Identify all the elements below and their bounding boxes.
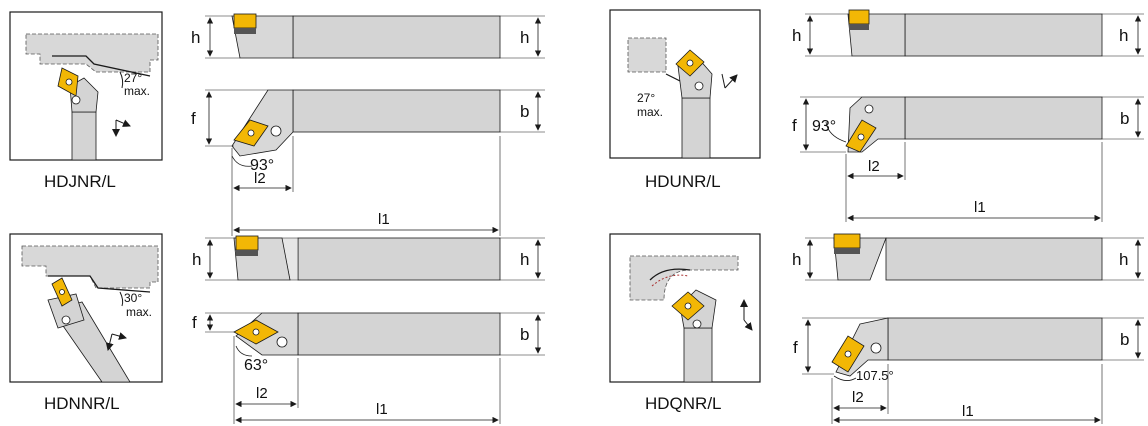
model-label-hdjnr: HDJNR/L bbox=[44, 172, 116, 191]
hdunr-top-view: h h bbox=[792, 9, 1144, 57]
hdnnr-l2: l2 bbox=[256, 385, 268, 402]
hdunr-side-view: f 93° b l2 l1 bbox=[792, 96, 1144, 222]
model-label-hdnnr: HDNNR/L bbox=[44, 394, 120, 413]
panel-hdjnr: 27° max. h h f bbox=[9, 11, 545, 236]
hdunr-angle: 93° bbox=[812, 118, 836, 135]
hdjnr-f: f bbox=[191, 109, 196, 128]
hdqnr-top-view: h h bbox=[792, 233, 1144, 281]
hdjnr-h-left: h bbox=[191, 28, 200, 47]
model-label-hdunr: HDUNR/L bbox=[645, 172, 721, 191]
panel-hdnnr: 30° max. h h f bbox=[9, 233, 545, 424]
hdqnr-thumbnail bbox=[609, 233, 761, 383]
hdunr-l1: l1 bbox=[974, 199, 986, 216]
hdnnr-l1: l1 bbox=[376, 401, 388, 418]
hdqnr-angle: 107.5° bbox=[856, 368, 894, 383]
hdqnr-l2: l2 bbox=[852, 389, 864, 406]
hdunr-max-angle: 27° bbox=[637, 91, 655, 105]
hdqnr-h-left: h bbox=[792, 250, 801, 269]
hdunr-thumbnail: 27° max. bbox=[609, 9, 761, 159]
hdjnr-top-view: h h bbox=[191, 13, 545, 59]
hdnnr-side-view: f 63° b l2 l1 bbox=[192, 312, 545, 424]
hdnnr-h-right: h bbox=[520, 250, 529, 269]
panel-hdqnr: h h f 107.5° b l2 bbox=[609, 233, 1144, 424]
hdjnr-thumbnail: 27° max. bbox=[9, 11, 163, 161]
hdunr-max-word: max. bbox=[637, 105, 663, 119]
hdnnr-f: f bbox=[192, 313, 197, 332]
hdjnr-b: b bbox=[520, 102, 529, 121]
hdnnr-max-angle: 30° bbox=[124, 291, 142, 305]
panel-hdunr: 27° max. h h f 93 bbox=[609, 9, 1144, 222]
hdunr-f: f bbox=[792, 116, 797, 135]
hdunr-h-left: h bbox=[792, 26, 801, 45]
hdnnr-top-view: h h bbox=[192, 235, 545, 281]
hdjnr-l1: l1 bbox=[378, 211, 390, 228]
hdqnr-b: b bbox=[1120, 330, 1129, 349]
model-label-hdqnr: HDQNR/L bbox=[645, 394, 722, 413]
hdnnr-h-left: h bbox=[192, 250, 201, 269]
hdqnr-side-view: f 107.5° b l2 l1 bbox=[793, 317, 1144, 424]
hdqnr-h-right: h bbox=[1119, 250, 1128, 269]
hdjnr-max-angle: 27° bbox=[124, 71, 142, 85]
hdjnr-side-view: f b 93° l2 l1 bbox=[191, 89, 545, 236]
hdqnr-l1: l1 bbox=[962, 403, 974, 420]
hdunr-b: b bbox=[1120, 109, 1129, 128]
hdjnr-h-right: h bbox=[520, 28, 529, 47]
hdunr-h-right: h bbox=[1119, 26, 1128, 45]
hdnnr-thumbnail: 30° max. bbox=[9, 233, 163, 383]
hdjnr-l2: l2 bbox=[254, 170, 266, 187]
hdqnr-f: f bbox=[793, 338, 798, 357]
hdnnr-b: b bbox=[520, 325, 529, 344]
hdunr-l2: l2 bbox=[868, 158, 880, 175]
hdnnr-angle: 63° bbox=[244, 357, 268, 374]
hdjnr-max-word: max. bbox=[124, 84, 150, 98]
hdnnr-max-word: max. bbox=[126, 305, 152, 319]
hdjnr-angle: 93° bbox=[250, 157, 274, 174]
